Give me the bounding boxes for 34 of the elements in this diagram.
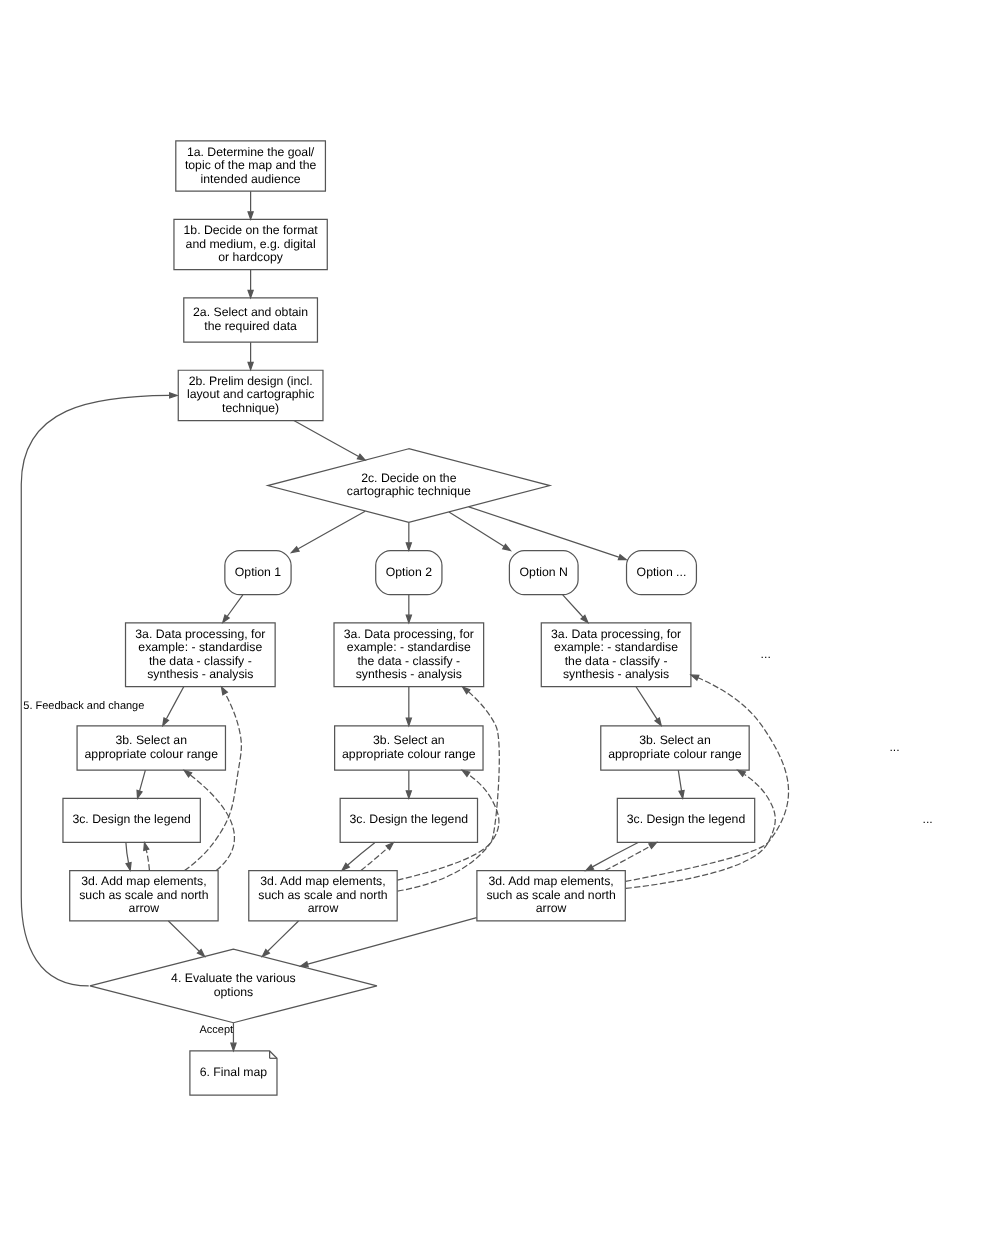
arrow <box>360 840 395 871</box>
arrow <box>340 841 376 871</box>
arrow <box>584 840 639 871</box>
arrow <box>136 768 146 799</box>
arrow <box>230 1021 237 1052</box>
arrow <box>448 510 512 551</box>
arrow <box>182 768 235 871</box>
arrow <box>677 768 685 799</box>
arrow <box>125 841 132 871</box>
arrow <box>221 593 244 624</box>
arrow <box>396 768 500 891</box>
arrow <box>635 685 663 727</box>
arrow <box>624 673 790 881</box>
arrow <box>247 189 255 220</box>
arrow <box>405 521 413 552</box>
arrow <box>298 915 478 967</box>
arrow <box>143 839 151 870</box>
arrow <box>20 391 179 986</box>
arrow <box>161 685 185 727</box>
arrow <box>625 768 776 889</box>
arrow <box>562 593 590 623</box>
arrow <box>405 685 413 727</box>
arrow <box>405 593 413 624</box>
arrow <box>261 919 300 957</box>
arrow <box>247 268 255 299</box>
arrow <box>289 509 366 553</box>
arrow <box>167 919 206 957</box>
arrow <box>396 684 500 880</box>
arrow <box>604 840 659 871</box>
arrow <box>183 684 242 871</box>
arrow <box>247 340 255 371</box>
arrow <box>293 418 367 460</box>
arrow <box>405 768 413 800</box>
arrow <box>468 505 628 560</box>
